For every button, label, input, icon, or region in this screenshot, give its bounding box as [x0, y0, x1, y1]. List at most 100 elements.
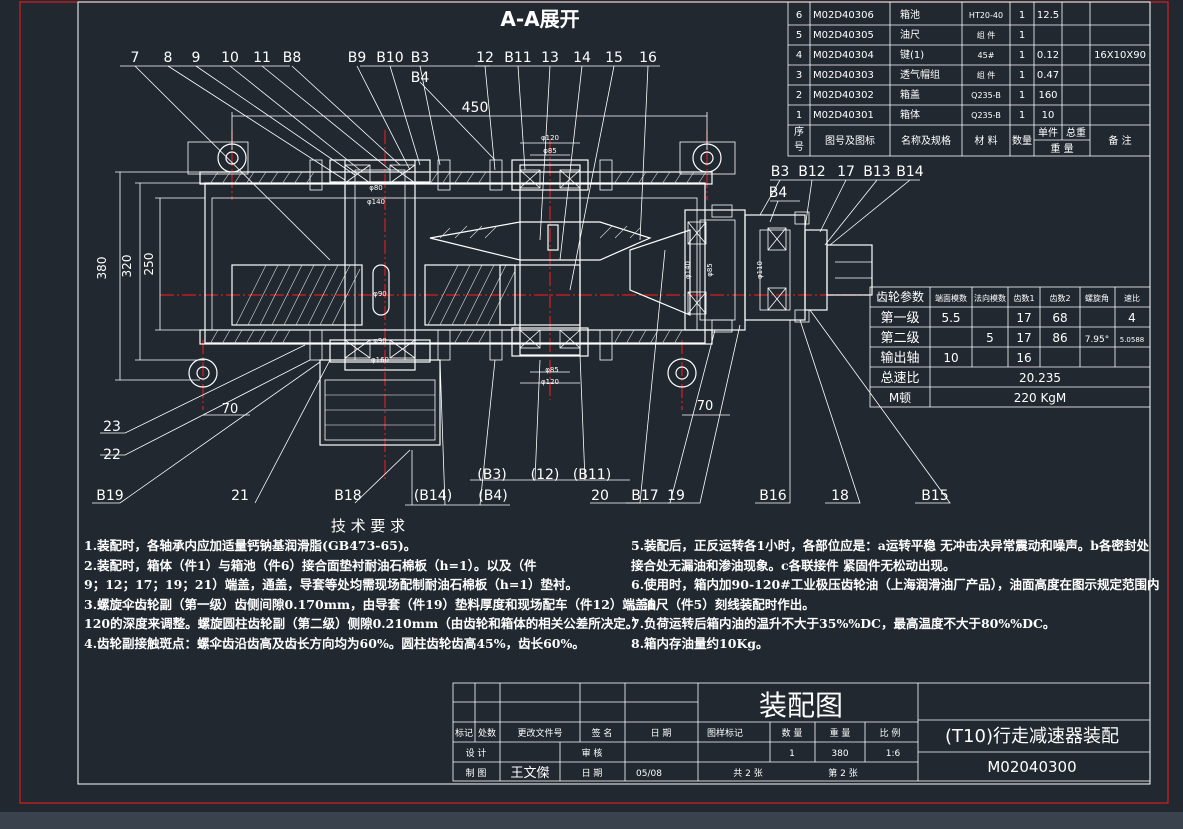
hdr-unit-weight: 单件	[1038, 127, 1058, 139]
gear-cell-0-6: 4	[1128, 311, 1136, 325]
callout-bottom-10: 19	[667, 488, 685, 504]
gear-hdr-4: 齿数2	[1049, 293, 1070, 303]
callout-bottom-1: 21	[231, 488, 249, 504]
part-no: 3	[796, 70, 802, 81]
title-block-text: 装配图(T10)行走减速器装配M02040300标记处数更改文件号签 名日 期图…	[455, 689, 1119, 781]
requirements-left: 1.装配时，各轴承内应加适量钙钠基润滑脂(GB473-65)。2.装配时，箱体（…	[84, 536, 656, 653]
small-dim-7: φ85	[545, 366, 559, 374]
hdr-material: 材 料	[974, 134, 997, 147]
val-weight: 380	[831, 749, 848, 759]
total-ratio-value: 20.235	[1019, 371, 1061, 385]
dim-overall: 450	[462, 100, 489, 116]
part-name: 箱池	[900, 8, 920, 21]
part-name: 键(1)	[900, 48, 924, 61]
requirement-line: 5.装配后，正反运转各1小时，各部位应是：a运转平稳 无冲击决异常震动和噪声。b…	[631, 538, 1149, 553]
small-dim-3: φ140	[367, 198, 385, 206]
part-no: 1	[796, 110, 802, 121]
callout-top-1: 8	[164, 50, 173, 66]
part-code: M02D40306	[813, 10, 874, 21]
part-material: Q235-B	[971, 111, 1001, 120]
gear-cell-1-5: 7.95°	[1085, 335, 1110, 345]
callout-bottom-9: B17	[631, 488, 658, 504]
val-sheet-no: 第 2 张	[828, 767, 857, 779]
callout-bottom-4: (B4)	[478, 488, 507, 504]
lbl-drawn: 制 图	[466, 767, 487, 779]
tech-requirements-title: 技 术 要 求	[331, 517, 405, 535]
leader-lines	[92, 65, 951, 506]
view-title: A-A展开	[500, 7, 579, 31]
hdr-note: 备 注	[1108, 134, 1131, 147]
callout-top-15: 16	[639, 50, 657, 66]
small-dim-9: φ140	[684, 261, 692, 279]
callout-top-5: B8	[283, 50, 302, 66]
lbl-design: 设 计	[466, 747, 487, 759]
part-weight: 10	[1042, 110, 1055, 121]
hdr-file: 更改文件号	[517, 727, 562, 739]
callout-top-8: B3	[411, 50, 430, 66]
hdr-qty: 数 量	[782, 727, 803, 739]
gear-cell-2-3: 16	[1016, 351, 1031, 365]
callout-right-0: B3	[771, 164, 790, 180]
part-weight: 12.5	[1037, 10, 1059, 21]
part-weight: 0.12	[1037, 50, 1059, 61]
hdr-code: 图号及图标	[825, 135, 875, 147]
gear-hdr-5: 螺旋角	[1085, 293, 1109, 303]
hdr-date: 日 期	[651, 728, 672, 739]
part-qty: 1	[1019, 30, 1025, 41]
hdr-mark: 标记	[455, 727, 473, 739]
callout-top-11: B11	[504, 50, 531, 66]
requirement-line: 9；12；17；19；21）端盖，通盖，导套等处均需现场配制耐油石棉板（h=1）…	[84, 577, 579, 592]
hdr-weight: 重 量	[1050, 142, 1073, 155]
parts-table	[787, 1, 1151, 157]
small-dim-4: φ90	[373, 290, 387, 298]
part-code: M02D40301	[813, 110, 874, 121]
val-scale: 1:6	[886, 749, 901, 759]
part-qty: 1	[1019, 10, 1025, 21]
gear-cell-0-0: 第一级	[880, 311, 919, 326]
callout-top-4: 11	[253, 50, 271, 66]
gear-hdr-6: 速比	[1124, 293, 1140, 303]
part-code: M02D40302	[813, 90, 874, 101]
requirement-line: 1.装配时，各轴承内应加适量钙钠基润滑脂(GB473-65)。	[84, 538, 417, 553]
hdr-sign: 签 名	[592, 727, 613, 739]
val-date: 05/08	[636, 769, 662, 779]
callout-bottom-12: 18	[831, 488, 849, 504]
callout-top-13: 14	[573, 50, 591, 66]
gear-hdr-3: 齿数1	[1013, 293, 1034, 303]
part-name: 油尺	[900, 28, 920, 41]
requirement-line: 4.齿轮副接触斑点：螺伞齿沿齿高及齿长方向均为60%。圆柱齿轮齿高45%，齿长6…	[84, 635, 585, 651]
gear-cell-0-4: 68	[1052, 311, 1067, 325]
callout-right-2: 17	[837, 164, 855, 180]
callout-right-4: B14	[896, 164, 924, 180]
drawing-code: M02040300	[987, 758, 1076, 776]
total-ratio-label: 总速比	[880, 371, 919, 386]
small-dim-5: φ90	[373, 337, 387, 345]
part-name: 箱体	[900, 108, 920, 121]
part-code: M02D40305	[813, 30, 874, 41]
part-material: 45#	[978, 51, 995, 60]
small-dim-6: φ160	[371, 356, 389, 364]
requirement-line: 8.箱内存油量约10Kg。	[631, 635, 769, 651]
callout-top-14: 15	[605, 50, 623, 66]
callout-top-9: B4	[411, 70, 430, 86]
callout-bottom-2: B18	[334, 488, 361, 504]
callout-top-10: 12	[476, 50, 494, 66]
callout-top-7: B10	[376, 50, 403, 66]
part-material: 组 件	[977, 70, 996, 80]
torque-value: 220 KgM	[1014, 391, 1067, 405]
callout-bottom-6: (12)	[531, 467, 560, 483]
part-qty: 1	[1019, 70, 1025, 81]
gear-cell-1-3: 17	[1016, 331, 1031, 345]
part-qty: 1	[1019, 90, 1025, 101]
dimension-lines	[115, 112, 730, 416]
part-material: HT20-40	[969, 11, 1003, 20]
part-material: Q235-B	[971, 91, 1001, 100]
hdr-tag: 图样标记	[707, 727, 743, 739]
callout-bottom-11: B16	[759, 488, 787, 504]
small-dim-11: φ110	[756, 261, 764, 279]
requirement-line: 120的深度来调整。螺旋圆柱齿轮副（第二级）侧隙0.210mm（由齿轮和箱体的相…	[84, 616, 645, 631]
hdr-no-1: 序	[794, 125, 804, 138]
